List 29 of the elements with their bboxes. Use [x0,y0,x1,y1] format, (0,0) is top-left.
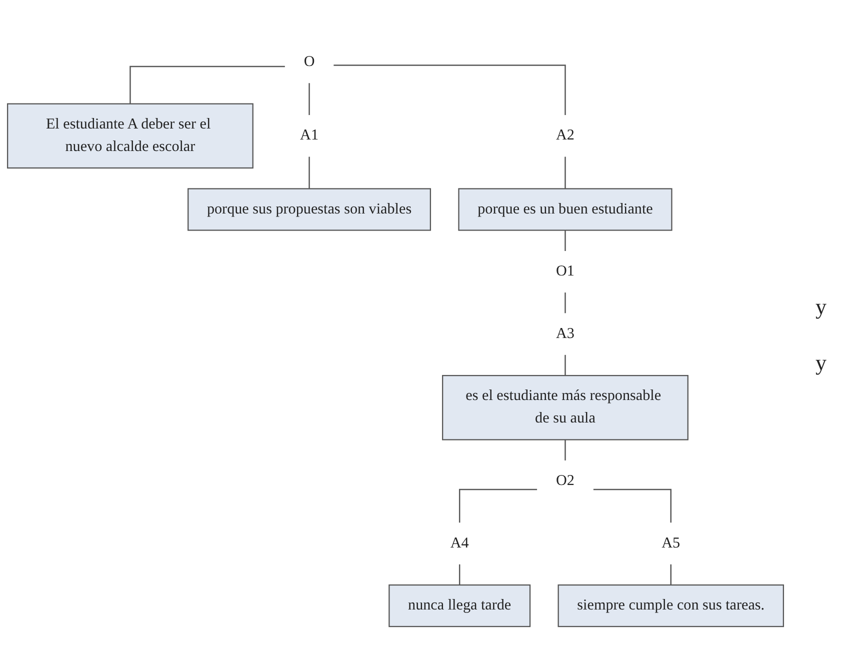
node-text: A3 [556,326,574,342]
node-box: es el estudiante más responsable de su aula [442,375,688,441]
connector [670,564,672,586]
connector [308,82,310,116]
node-box: nunca llega tarde [388,584,531,628]
node-box: porque sus propuestas son viables [188,188,431,232]
connector [308,156,310,190]
connector [564,230,566,252]
connector [564,440,566,461]
connector [564,292,566,314]
connector [458,564,460,586]
node-box: porque es un buen estudiante [458,188,672,232]
node-text: O2 [556,473,574,490]
node-box: siempre cumple con sus tareas. [558,584,784,628]
node-text: A2 [556,128,574,144]
connector [334,65,566,116]
node-text: O [304,54,315,70]
connector [593,489,672,524]
node-text: A1 [300,128,318,144]
connector [130,66,285,104]
node-text: A4 [450,535,469,552]
connector [564,354,566,376]
node-text: A5 [662,535,680,552]
conjunction-label: y [816,294,826,320]
node-text: O1 [556,264,574,280]
connector [564,156,566,190]
node-box: El estudiante A deber ser el nuevo alcalde escolar [7,104,254,169]
connector [458,489,538,524]
conjunction-label: y [816,350,826,376]
